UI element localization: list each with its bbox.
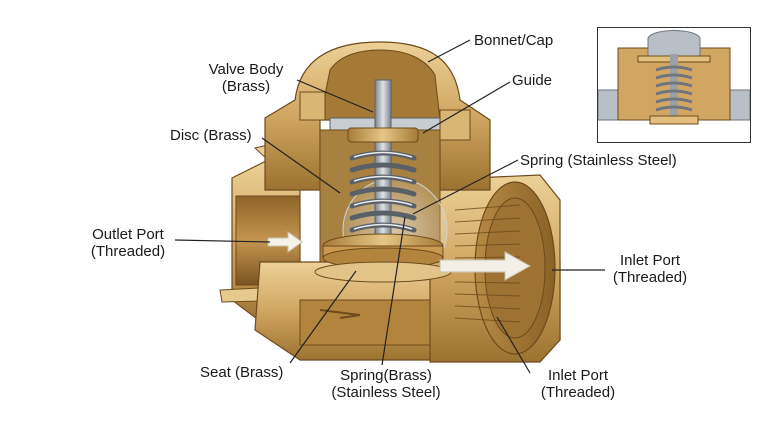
leader-lines [174, 39, 605, 374]
label-spring-top-text: Spring (Stainless Steel) [520, 152, 677, 169]
seat-part [314, 261, 452, 283]
label-valve-body: Valve Body (Brass) [196, 61, 296, 95]
label-bonnet-cap: Bonnet/Cap [474, 32, 553, 49]
label-valve-body-line2: (Brass) [221, 78, 271, 95]
inset-illustration [597, 30, 751, 125]
label-spring-bottom: Spring(Brass) (Stainless Steel) [322, 367, 450, 401]
label-guide: Guide [512, 72, 552, 89]
label-inlet-port-right: Inlet Port (Threaded) [605, 252, 695, 286]
label-disc-text: Disc (Brass) [170, 127, 252, 144]
label-outlet-port-line2: (Threaded) [90, 243, 166, 260]
label-spring-bottom-line1: Spring(Brass) [340, 367, 432, 384]
label-spring-bottom-line2: (Stainless Steel) [331, 384, 441, 401]
label-inlet-port-right-line1: Inlet Port [619, 252, 681, 269]
label-outlet-port-line1: Outlet Port [92, 226, 164, 243]
label-inlet-port-bottom: Inlet Port (Threaded) [533, 367, 623, 401]
label-inlet-port-bottom-line1: Inlet Port [547, 367, 609, 384]
label-outlet-port: Outlet Port (Threaded) [80, 226, 176, 260]
label-seat-text: Seat (Brass) [200, 364, 284, 381]
flow-arrows [267, 231, 532, 281]
label-disc: Disc (Brass) [170, 127, 252, 144]
label-guide-text: Guide [512, 72, 553, 89]
inset-thumbnail [597, 27, 751, 143]
label-inlet-port-bottom-line2: (Threaded) [540, 384, 616, 401]
label-inlet-port-right-line2: (Threaded) [612, 269, 688, 286]
label-valve-body-line1: Valve Body [208, 61, 284, 78]
guide-part [347, 127, 419, 143]
label-spring-top: Spring (Stainless Steel) [520, 152, 677, 169]
label-bonnet-cap-text: Bonnet/Cap [474, 32, 554, 49]
label-seat: Seat (Brass) [200, 364, 283, 381]
